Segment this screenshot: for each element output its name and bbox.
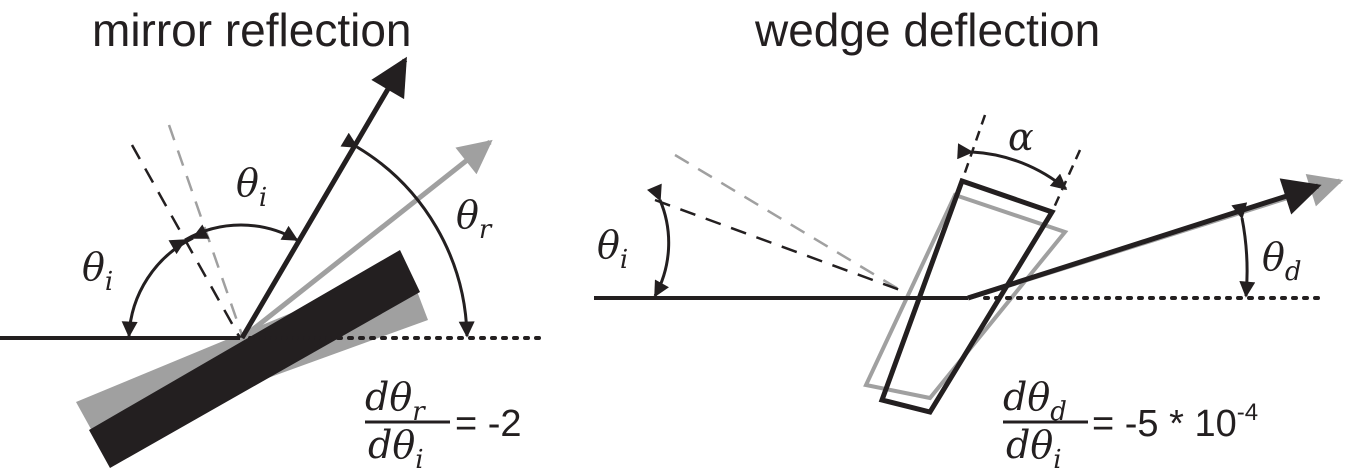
mirror-equation-rhs: = -2 [455,403,522,445]
reflected-ray [239,56,408,340]
theta-r-arc [340,132,475,338]
theta-i-label-upper: θi [236,161,267,213]
wedge-title: wedge deflection [754,4,1100,56]
svg-text:dθr: dθr [365,375,426,427]
wedge-equation-rhs: = -5 * 10-4 [1092,399,1258,445]
wedge-equation: dθd dθi = -5 * 10-4 [1003,375,1258,471]
deflected-ray [967,178,1322,301]
alpha-label: α [1008,115,1034,159]
mirror-title: mirror reflection [92,4,412,56]
theta-i-arc-lower [121,224,210,338]
theta-d-arc [1231,202,1256,298]
wedge [878,177,1056,415]
theta-r-label: θr [456,193,493,245]
alpha-arc [957,143,1068,191]
svg-text:dθi: dθi [368,423,424,471]
mirror-equation: dθr dθi = -2 [365,375,522,471]
mirror-reflection-panel: mirror reflection θi θi θr [0,4,542,471]
theta-i-label-lower: θi [82,245,113,297]
theta-d-label: θd [1262,235,1302,287]
svg-text:dθd: dθd [1003,375,1067,427]
wedge-theta-i-arc [647,183,671,298]
wedge-ghost [863,192,1069,401]
alpha-edge-left [960,114,987,182]
wedge-normal-dashed [654,198,901,292]
mirror-slab [89,250,420,468]
svg-text:dθi: dθi [1006,423,1062,471]
wedge-deflection-panel: wedge deflection α θi θd [594,4,1344,471]
wedge-normal-ghost-dashed [674,153,901,292]
wedge-theta-i-label: θi [597,223,628,275]
theta-i-arc-upper [168,223,299,255]
